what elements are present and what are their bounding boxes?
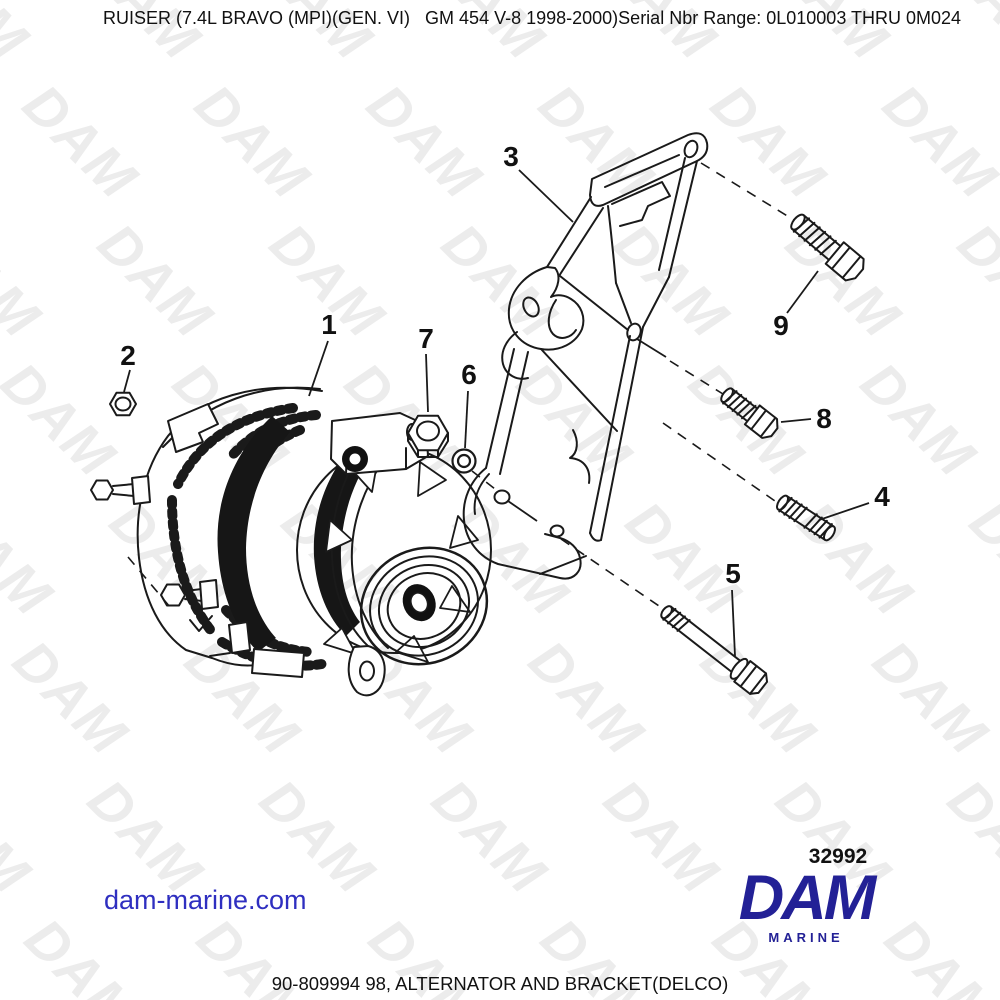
upper-terminal-stud <box>90 475 151 505</box>
pulley <box>359 546 489 666</box>
bracket-drawing <box>462 132 709 580</box>
fan-cutouts <box>323 457 479 663</box>
bolt-9 <box>790 213 865 282</box>
bolt-5 <box>660 605 769 695</box>
lower-terminal-stud <box>160 579 219 610</box>
callout-2: 2 <box>120 340 136 371</box>
nut-2 <box>109 391 137 417</box>
callout-5: 5 <box>725 558 741 589</box>
callout-1: 1 <box>321 309 337 340</box>
logo-subtext: MARINE <box>768 929 844 945</box>
dam-marine-logo: DAM MARINE <box>700 863 912 945</box>
leader-lines <box>123 169 870 657</box>
part-number-caption: 90-809994 98, ALTERNATOR AND BRACKET(DEL… <box>271 973 729 994</box>
callout-9: 9 <box>773 310 789 341</box>
nut-7 <box>407 414 449 458</box>
callout-3: 3 <box>503 141 519 172</box>
callout-6: 6 <box>461 359 477 390</box>
alternator-drawing <box>90 386 492 697</box>
callout-7: 7 <box>418 323 434 354</box>
washer-6 <box>451 448 477 474</box>
alignment-dashed-lines <box>127 162 795 608</box>
check-mark <box>189 615 213 632</box>
bolt-8 <box>720 387 779 439</box>
callout-8: 8 <box>816 403 832 434</box>
website-link[interactable]: dam-marine.com <box>104 885 307 915</box>
callout-4: 4 <box>874 481 890 512</box>
logo-wordmark: DAM <box>738 863 876 933</box>
figure-number: 32992 <box>808 845 868 868</box>
page-header-title: RUISER (7.4L BRAVO (MPI)(GEN. VI) GM 454… <box>103 8 962 28</box>
stud-4 <box>776 494 836 542</box>
